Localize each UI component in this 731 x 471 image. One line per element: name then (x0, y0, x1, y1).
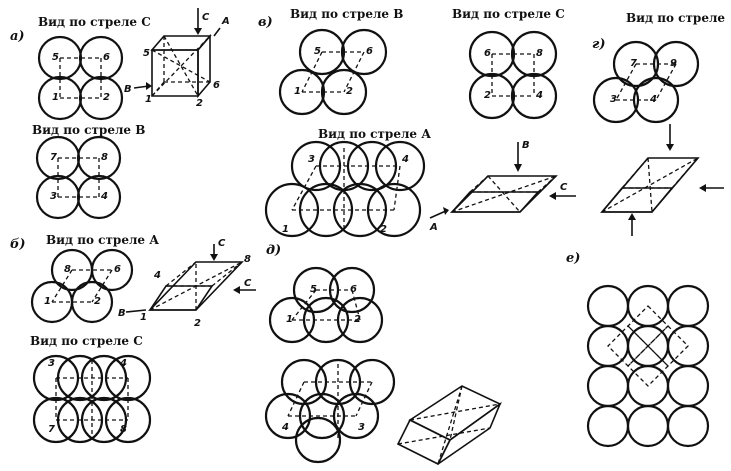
panel-label-e: е) (566, 251, 581, 266)
svg-text:5: 5 (310, 284, 317, 295)
svg-text:7: 7 (48, 424, 55, 435)
panel-label-a: а) (10, 29, 25, 44)
title-a-view-b: Вид по стреле В (32, 123, 146, 137)
svg-text:6: 6 (213, 80, 220, 91)
svg-text:8: 8 (64, 264, 71, 275)
svg-text:5: 5 (52, 52, 59, 63)
svg-text:6: 6 (366, 46, 373, 57)
panel-label-b: б) (10, 237, 26, 252)
b-view-a-packing: 8 6 1 2 (30, 248, 134, 324)
b-view-c-packing: 3 4 7 8 (32, 354, 152, 444)
b-rhombic-cell: 48 12 (125, 244, 256, 329)
v-arrow-b-label: В (522, 140, 530, 151)
svg-text:4: 4 (401, 154, 409, 165)
svg-text:6: 6 (114, 264, 121, 275)
svg-text:6: 6 (484, 48, 491, 59)
v-rhombic-cell (429, 142, 576, 219)
svg-text:4: 4 (100, 191, 108, 202)
e-square-packing (586, 284, 710, 448)
svg-text:1: 1 (145, 94, 152, 105)
svg-text:1: 1 (44, 296, 51, 307)
svg-text:1: 1 (294, 86, 301, 97)
svg-text:8: 8 (536, 48, 543, 59)
v-view-b-packing: 5 6 1 2 (278, 28, 388, 116)
svg-text:1: 1 (140, 312, 147, 323)
title-g-view: Вид по стреле (626, 11, 726, 25)
panel-label-d: д) (266, 243, 282, 258)
svg-text:5: 5 (314, 46, 321, 57)
svg-text:3: 3 (48, 358, 55, 369)
svg-text:2: 2 (380, 224, 387, 235)
title-v-view-c: Вид по стреле С (452, 7, 565, 21)
svg-text:1: 1 (282, 224, 289, 235)
panel-label-g: г) (592, 37, 606, 52)
svg-text:4: 4 (281, 422, 289, 433)
svg-text:7: 7 (50, 152, 57, 163)
svg-text:2: 2 (194, 318, 201, 329)
a-arrow-a-label: А (221, 16, 230, 27)
svg-text:9: 9 (670, 58, 677, 69)
svg-text:1: 1 (286, 314, 293, 325)
svg-text:2: 2 (484, 90, 491, 101)
title-v-view-b: Вид по стреле В (290, 7, 404, 21)
a-view-c-packing: 5 6 1 2 (37, 35, 124, 121)
svg-text:2: 2 (196, 98, 203, 109)
g-view-packing: 7 9 3 4 (592, 40, 700, 124)
svg-text:3: 3 (358, 422, 365, 433)
svg-text:4: 4 (153, 270, 161, 281)
d-prism-cell (396, 385, 502, 466)
svg-text:8: 8 (244, 254, 251, 265)
title-b-view-c: Вид по стреле С (30, 334, 143, 348)
svg-text:1: 1 (52, 92, 59, 103)
title-b-view-a: Вид по стреле А (46, 233, 159, 247)
svg-text:6: 6 (350, 284, 357, 295)
a-cube-cell: 5 6 1 2 (133, 8, 221, 109)
title-a-view-c: Вид по стреле С (38, 15, 151, 29)
panel-label-v: в) (258, 15, 273, 30)
svg-text:7: 7 (630, 58, 637, 69)
a-arrow-b-label: В (124, 84, 132, 95)
svg-text:4: 4 (649, 94, 657, 105)
svg-text:2: 2 (346, 86, 353, 97)
a-view-b-packing: 7 8 3 4 (35, 135, 122, 220)
b-arrow-c-side-label: С (244, 278, 252, 289)
svg-text:2: 2 (103, 92, 110, 103)
v-view-c-packing: 6 8 2 4 (468, 30, 558, 120)
g-rhombic-cell (600, 124, 724, 236)
a-arrow-c-label: С (202, 12, 210, 23)
b-arrow-b-label: В (118, 308, 126, 319)
svg-text:6: 6 (103, 52, 110, 63)
svg-text:2: 2 (354, 314, 361, 325)
svg-text:4: 4 (535, 90, 543, 101)
v-view-a-packing: 3 4 1 2 (264, 140, 426, 238)
svg-text:4: 4 (119, 358, 127, 369)
svg-text:3: 3 (308, 154, 315, 165)
svg-text:3: 3 (50, 191, 57, 202)
v-arrow-a-label: А (429, 222, 438, 233)
b-arrow-c-top-label: С (218, 238, 226, 249)
svg-text:8: 8 (101, 152, 108, 163)
v-arrow-c-label: С (560, 182, 568, 193)
svg-text:2: 2 (94, 296, 101, 307)
svg-text:3: 3 (610, 94, 617, 105)
title-v-view-a: Вид по стреле А (318, 127, 431, 141)
svg-text:8: 8 (120, 424, 127, 435)
svg-text:5: 5 (143, 48, 150, 59)
d-layer-top-packing: 5 6 1 2 (268, 266, 384, 344)
